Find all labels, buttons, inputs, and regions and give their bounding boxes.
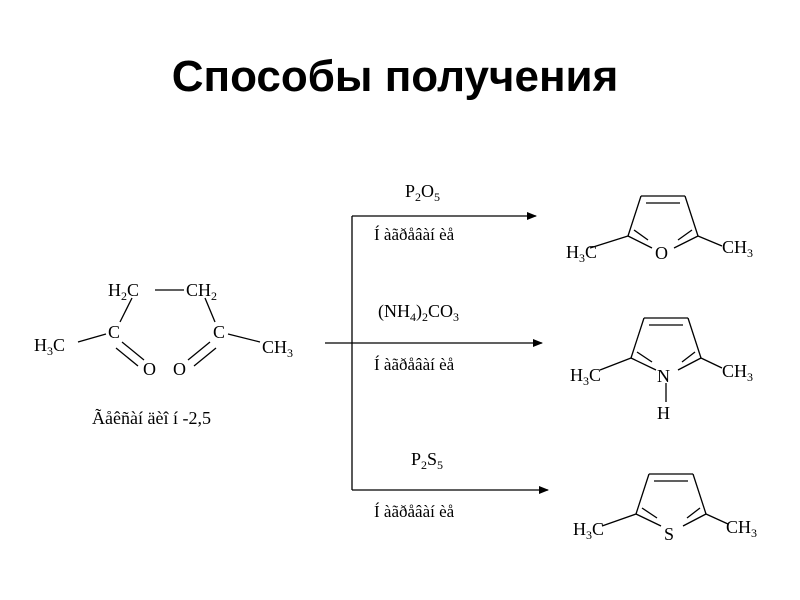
condition-3: Í àãðåâàí èå [374,502,455,521]
product-pyrrole: N H H3C CH3 [570,317,753,423]
pyrrole-nitrogen: N [657,366,670,386]
bond-ch3-c-left [77,333,107,343]
svg-text:P2S5: P2S5 [411,449,443,472]
bond-co-right-1 [187,341,211,361]
reagent-p2s5: P2S5 [411,449,443,472]
furan-h3c: H3C [566,242,597,265]
reactant-name: Ãåêñàí äèî í -2,5 [92,407,211,428]
condition-2: Í àãðåâàí èå [374,355,455,374]
bond-co-right-2 [193,347,217,367]
bond-c-ch3-right [227,333,261,343]
product-furan: O H3C CH3 [566,195,753,265]
atom-ch3: CH3 [262,337,293,360]
atom-c-right: C [213,322,225,342]
thiophene-h3c: H3C [573,519,604,542]
atom-h2c: H2C [108,280,139,303]
bond-ch2-c-right [204,297,216,323]
atom-o-left: O [143,359,156,379]
product-thiophene: S H3C CH3 [573,473,757,544]
thiophene-sulfur: S [664,524,674,544]
svg-text:P2O5: P2O5 [405,181,440,204]
bond-co-left-2 [115,347,139,367]
svg-text:(NH4)2CO3: (NH4)2CO3 [378,301,459,324]
atom-o-right: O [173,359,186,379]
reagent-nh4-2co3: (NH4)2CO3 [378,301,459,324]
bond-co-left-1 [121,341,145,361]
bond-ch2-c-left [119,297,133,323]
reactant-structure: H2C CH2 C C O O H3C CH3 [34,280,293,379]
atom-ch2: CH2 [186,280,217,303]
furan-oxygen: O [655,243,668,263]
pyrrole-nh-hydrogen: H [657,403,670,423]
furan-ch3: CH3 [722,237,753,260]
arrows [325,212,549,494]
atom-h3c: H3C [34,335,65,358]
condition-1: Í àãðåâàí èå [374,225,455,244]
pyrrole-ch3: CH3 [722,361,753,384]
thiophene-ch3: CH3 [726,517,757,540]
atom-c-left: C [108,322,120,342]
page-title: Способы получения [171,52,619,101]
reagent-p2o5: P2O5 [405,181,440,204]
pyrrole-h3c: H3C [570,365,601,388]
